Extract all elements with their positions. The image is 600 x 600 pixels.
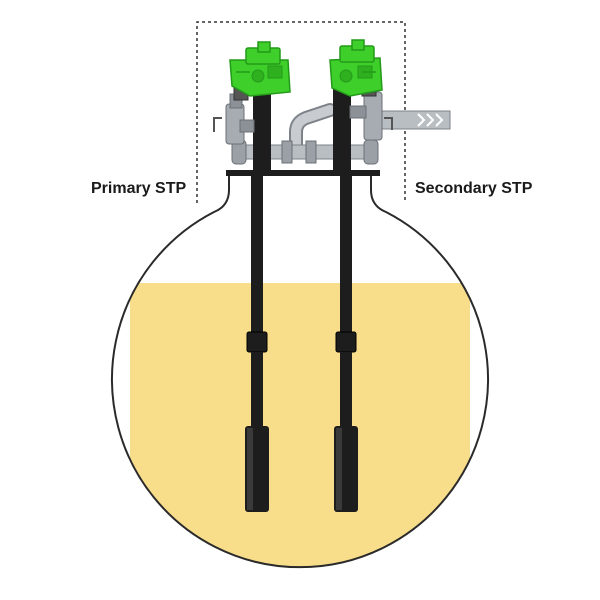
fuel-fill xyxy=(130,283,470,568)
flow-arrows-icon xyxy=(417,113,444,127)
tank-outline xyxy=(111,175,489,569)
primary-coupling xyxy=(246,331,268,353)
primary-stp-label: Primary STP xyxy=(91,180,187,197)
manifold-pipe xyxy=(289,103,337,157)
sump-dotted-box xyxy=(196,21,406,203)
secondary-pump-head-icon xyxy=(329,39,383,97)
tank-top-plate xyxy=(226,170,380,176)
secondary-pump-assembly xyxy=(333,88,393,512)
secondary-stp-label: Secondary STP xyxy=(415,180,533,197)
discharge-pipe xyxy=(379,110,451,130)
secondary-coupling xyxy=(335,331,357,353)
secondary-column-pipe xyxy=(340,176,352,336)
horizontal-manifold xyxy=(231,139,379,165)
primary-pump-assembly xyxy=(213,88,271,512)
primary-column-pipe xyxy=(251,176,263,336)
primary-pump-head-icon xyxy=(229,41,291,101)
